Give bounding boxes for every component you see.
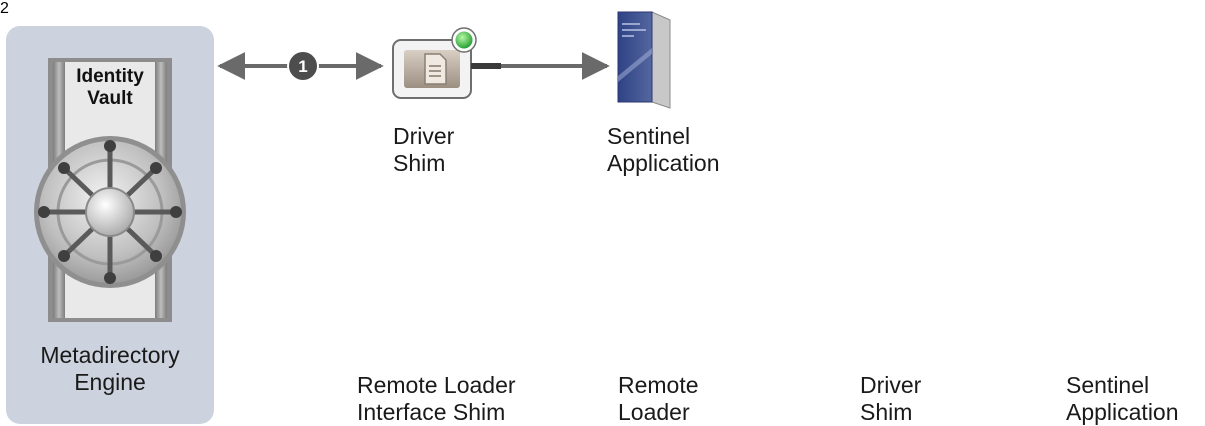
row2-driver-shim-label: Driver Shim — [860, 372, 921, 426]
label-line: Interface Shim — [357, 399, 506, 425]
label-line: Remote Loader — [357, 372, 516, 398]
driver-shim-icon — [392, 27, 477, 99]
sentinel-application-icon — [617, 11, 671, 109]
identity-vault-title: Identity Vault — [50, 66, 170, 110]
label-line: Driver — [393, 123, 455, 149]
label-line: Sentinel — [1066, 372, 1150, 398]
engine-label-line2: Engine — [74, 369, 146, 395]
label-line: Application — [607, 150, 720, 176]
identity-vault-icon — [34, 58, 186, 322]
identity-vault-title-line1: Identity — [76, 66, 144, 87]
step-1-badge: 1 — [287, 50, 319, 82]
row2-sentinel-application-label: Sentinel Application — [1066, 372, 1179, 426]
label-line: Driver — [860, 372, 922, 398]
step-1-number: 1 — [298, 57, 307, 76]
label-line: Remote — [618, 372, 699, 398]
row1-driver-shim-label: Driver Shim — [393, 123, 454, 177]
label-line: Sentinel — [607, 123, 691, 149]
row2-interface-shim-label: Remote Loader Interface Shim — [357, 372, 516, 426]
row1-sentinel-application-label: Sentinel Application — [607, 123, 720, 177]
metadirectory-engine-label: Metadirectory Engine — [14, 342, 206, 396]
label-line: Application — [1066, 399, 1179, 425]
label-line: Shim — [393, 150, 446, 176]
label-line: Loader — [618, 399, 690, 425]
step-2-badge: 2 — [0, 0, 9, 17]
row2-connector-engine-interface: 2 — [0, 0, 1179, 425]
row2-remote-loader-label: Remote Loader — [618, 372, 699, 426]
label-line: Shim — [860, 399, 913, 425]
engine-label-line1: Metadirectory — [40, 342, 180, 368]
identity-vault-title-line2: Vault — [87, 88, 133, 109]
step-2-number: 2 — [0, 0, 9, 17]
